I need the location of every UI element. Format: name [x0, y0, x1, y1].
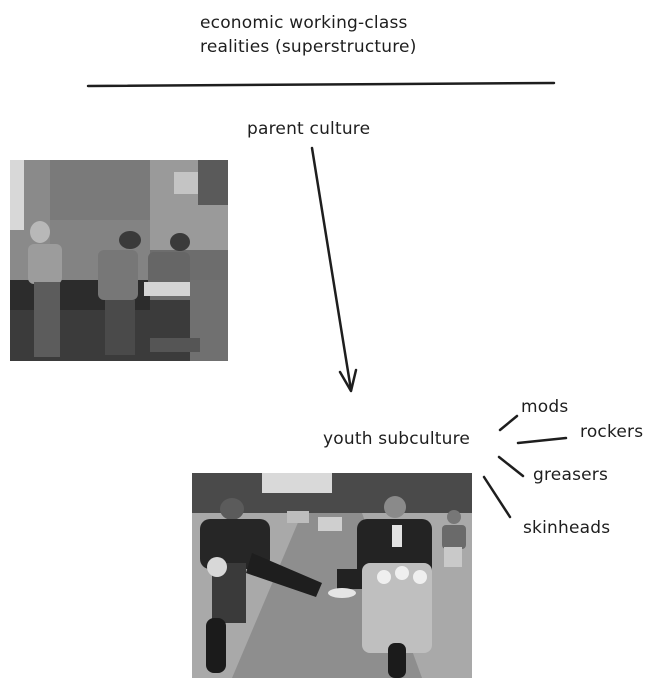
youth-subculture-label: youth subculture [323, 429, 471, 449]
bikers-photo-icon [192, 473, 472, 678]
arrowhead-icon [338, 368, 358, 393]
divider-line [86, 81, 556, 88]
workers-photo-icon [10, 160, 228, 361]
youth-subculture-photo [192, 473, 472, 678]
parent-culture-label: parent culture [247, 119, 371, 139]
arrow-parent-to-youth [310, 146, 353, 392]
branch-mods [498, 414, 519, 432]
branch-rockers [516, 436, 568, 445]
branch-skinheads [482, 475, 512, 519]
header-line-2: realities (superstructure) [200, 37, 417, 57]
subculture-mods: mods [521, 397, 569, 417]
branch-greasers [497, 455, 525, 478]
header-line-1: economic working-class [200, 13, 408, 33]
subculture-greasers: greasers [533, 465, 609, 485]
subculture-rockers: rockers [580, 422, 644, 442]
parent-culture-photo [10, 160, 228, 361]
subculture-skinheads: skinheads [523, 518, 611, 538]
